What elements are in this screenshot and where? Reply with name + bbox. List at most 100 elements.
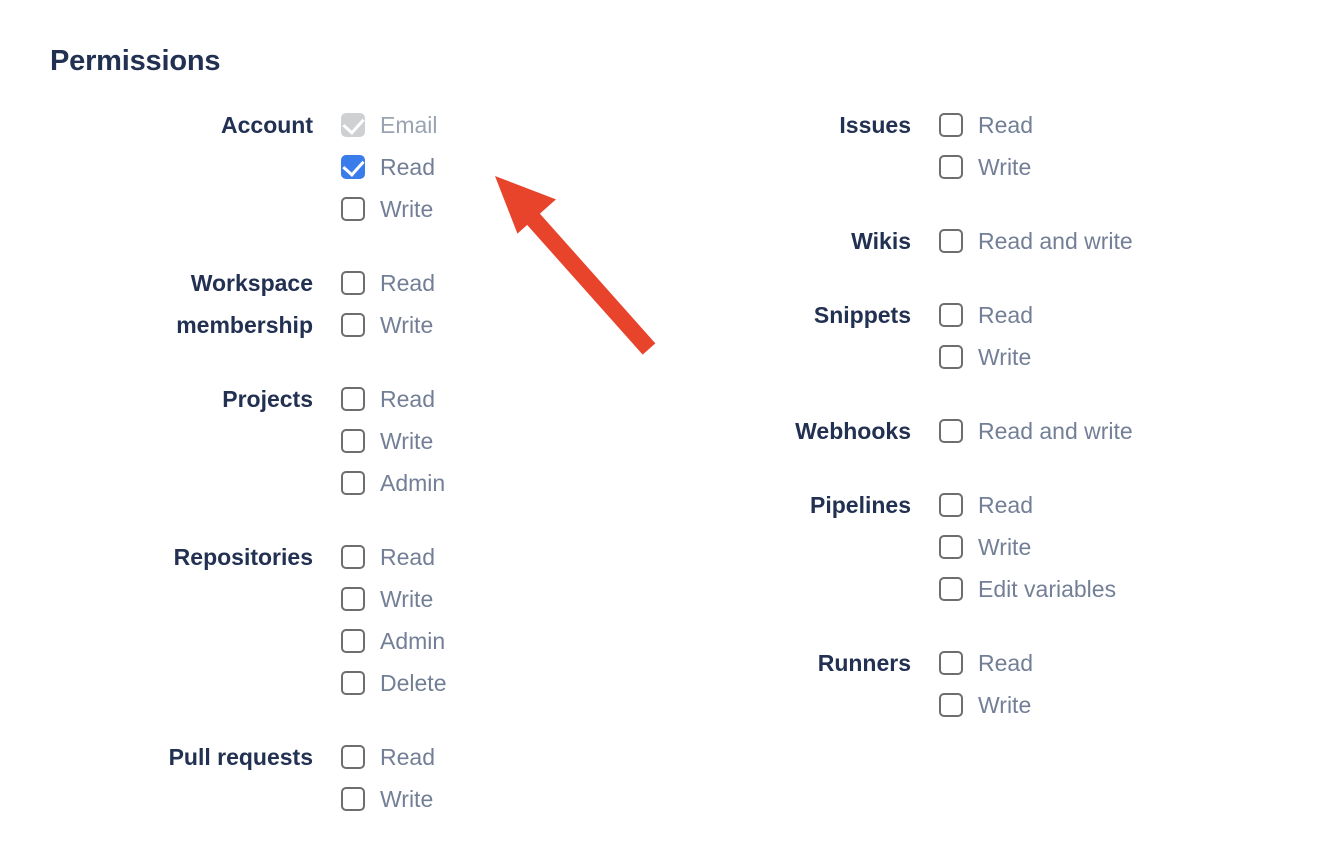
checkbox-read-icon[interactable] <box>341 271 365 295</box>
permission-group-label: Webhooks <box>795 418 911 444</box>
permission-checkbox-row[interactable]: Delete <box>341 662 700 704</box>
permission-group-label: Account <box>221 112 313 138</box>
permission-option-label: Read <box>380 543 435 570</box>
checkbox-read-icon[interactable] <box>939 651 963 675</box>
permission-checkbox-row[interactable]: Read and write <box>939 410 1320 452</box>
checkbox-edit-variables-icon[interactable] <box>939 577 963 601</box>
permission-option-label: Write <box>978 691 1032 718</box>
permission-option-list: Read and write <box>939 220 1320 262</box>
permission-checkbox-row[interactable]: Write <box>939 146 1320 188</box>
permission-option-label: Write <box>380 311 434 338</box>
permission-checkbox-row[interactable]: Write <box>939 684 1320 726</box>
permission-checkbox-row[interactable]: Write <box>341 304 700 346</box>
permission-checkbox-row[interactable]: Read <box>939 104 1320 146</box>
checkbox-email-icon <box>341 112 365 137</box>
permission-group-label: Repositories <box>173 544 313 570</box>
permission-checkbox-row[interactable]: Read <box>939 484 1320 526</box>
permission-group-label: Projects <box>222 386 313 412</box>
checkbox-read-icon[interactable] <box>341 745 365 769</box>
checkbox-write-icon[interactable] <box>939 155 963 179</box>
permission-option-label: Edit variables <box>978 575 1117 602</box>
checkmark-icon <box>342 112 365 135</box>
checkbox-read-icon[interactable] <box>939 303 963 327</box>
page-title: Permissions <box>50 45 221 77</box>
permission-checkbox-row[interactable]: Write <box>341 578 700 620</box>
permission-group-label: Pull requests <box>168 744 313 770</box>
permission-checkbox-row[interactable]: Read and write <box>939 220 1320 262</box>
permission-checkbox-row[interactable]: Read <box>939 294 1320 336</box>
permission-option-label: Write <box>380 585 434 612</box>
checkbox-write-icon[interactable] <box>939 693 963 717</box>
permission-option-label: Read and write <box>978 227 1133 254</box>
checkbox-delete-icon[interactable] <box>341 671 365 695</box>
checkbox-admin-icon[interactable] <box>341 471 365 495</box>
permission-checkbox-row[interactable]: Read <box>341 262 700 304</box>
permission-option-list: Read and write <box>939 410 1320 452</box>
permission-checkbox-row[interactable]: Read <box>341 536 700 578</box>
permission-option-label: Read <box>380 385 435 412</box>
permission-option-label: Write <box>978 343 1032 370</box>
checkbox-read-and-write-icon[interactable] <box>939 229 963 253</box>
checkbox-read-icon[interactable] <box>341 154 365 179</box>
checkbox-read-icon[interactable] <box>939 493 963 517</box>
permission-option-label: Read <box>380 153 435 180</box>
checkbox-read-icon[interactable] <box>939 113 963 137</box>
checkbox-read-icon[interactable] <box>341 387 365 411</box>
permission-checkbox-row[interactable]: Write <box>939 336 1320 378</box>
checkbox-write-icon[interactable] <box>939 535 963 559</box>
checkbox-write-icon[interactable] <box>341 313 365 337</box>
permission-option-label: Write <box>380 427 434 454</box>
checkbox-write-icon[interactable] <box>341 197 365 221</box>
checkbox-write-icon[interactable] <box>341 787 365 811</box>
permission-checkbox-row[interactable]: Read <box>939 642 1320 684</box>
checkmark-icon <box>342 154 365 177</box>
permission-checkbox-row[interactable]: Admin <box>341 620 700 662</box>
permission-checkbox-row[interactable]: Read <box>341 378 700 420</box>
permission-option-label: Write <box>380 785 434 812</box>
permission-option-label: Read and write <box>978 417 1133 444</box>
checkbox-write-icon[interactable] <box>341 429 365 453</box>
checkbox-read-and-write-icon[interactable] <box>939 419 963 443</box>
permission-checkbox-row[interactable]: Write <box>341 188 700 230</box>
permission-group-label: Workspace membership <box>176 270 313 338</box>
permission-option-label: Email <box>380 111 438 138</box>
permission-checkbox-row[interactable]: Write <box>341 778 700 820</box>
permission-checkbox-row[interactable]: Read <box>341 146 700 188</box>
permission-option-label: Read <box>978 301 1033 328</box>
permission-checkbox-row[interactable]: Read <box>341 736 700 778</box>
checkbox-admin-icon[interactable] <box>341 629 365 653</box>
permission-checkbox-row[interactable]: Write <box>341 420 700 462</box>
permission-group-label: Snippets <box>813 302 911 328</box>
permission-group: Webhooks Read and write <box>620 410 1320 452</box>
checkbox-write-icon[interactable] <box>939 345 963 369</box>
checkbox-read-icon[interactable] <box>341 545 365 569</box>
checkbox-write-icon[interactable] <box>341 587 365 611</box>
permission-option-label: Write <box>380 195 434 222</box>
permission-checkbox-row[interactable]: Admin <box>341 462 700 504</box>
permission-checkbox-row[interactable]: Write <box>939 526 1320 568</box>
permission-checkbox-row[interactable]: Email <box>341 104 700 146</box>
permission-checkbox-row[interactable]: Edit variables <box>939 568 1320 610</box>
permission-option-label: Delete <box>380 669 447 696</box>
permission-group-label: Runners <box>817 650 911 676</box>
permission-option-label: Read <box>380 269 435 296</box>
